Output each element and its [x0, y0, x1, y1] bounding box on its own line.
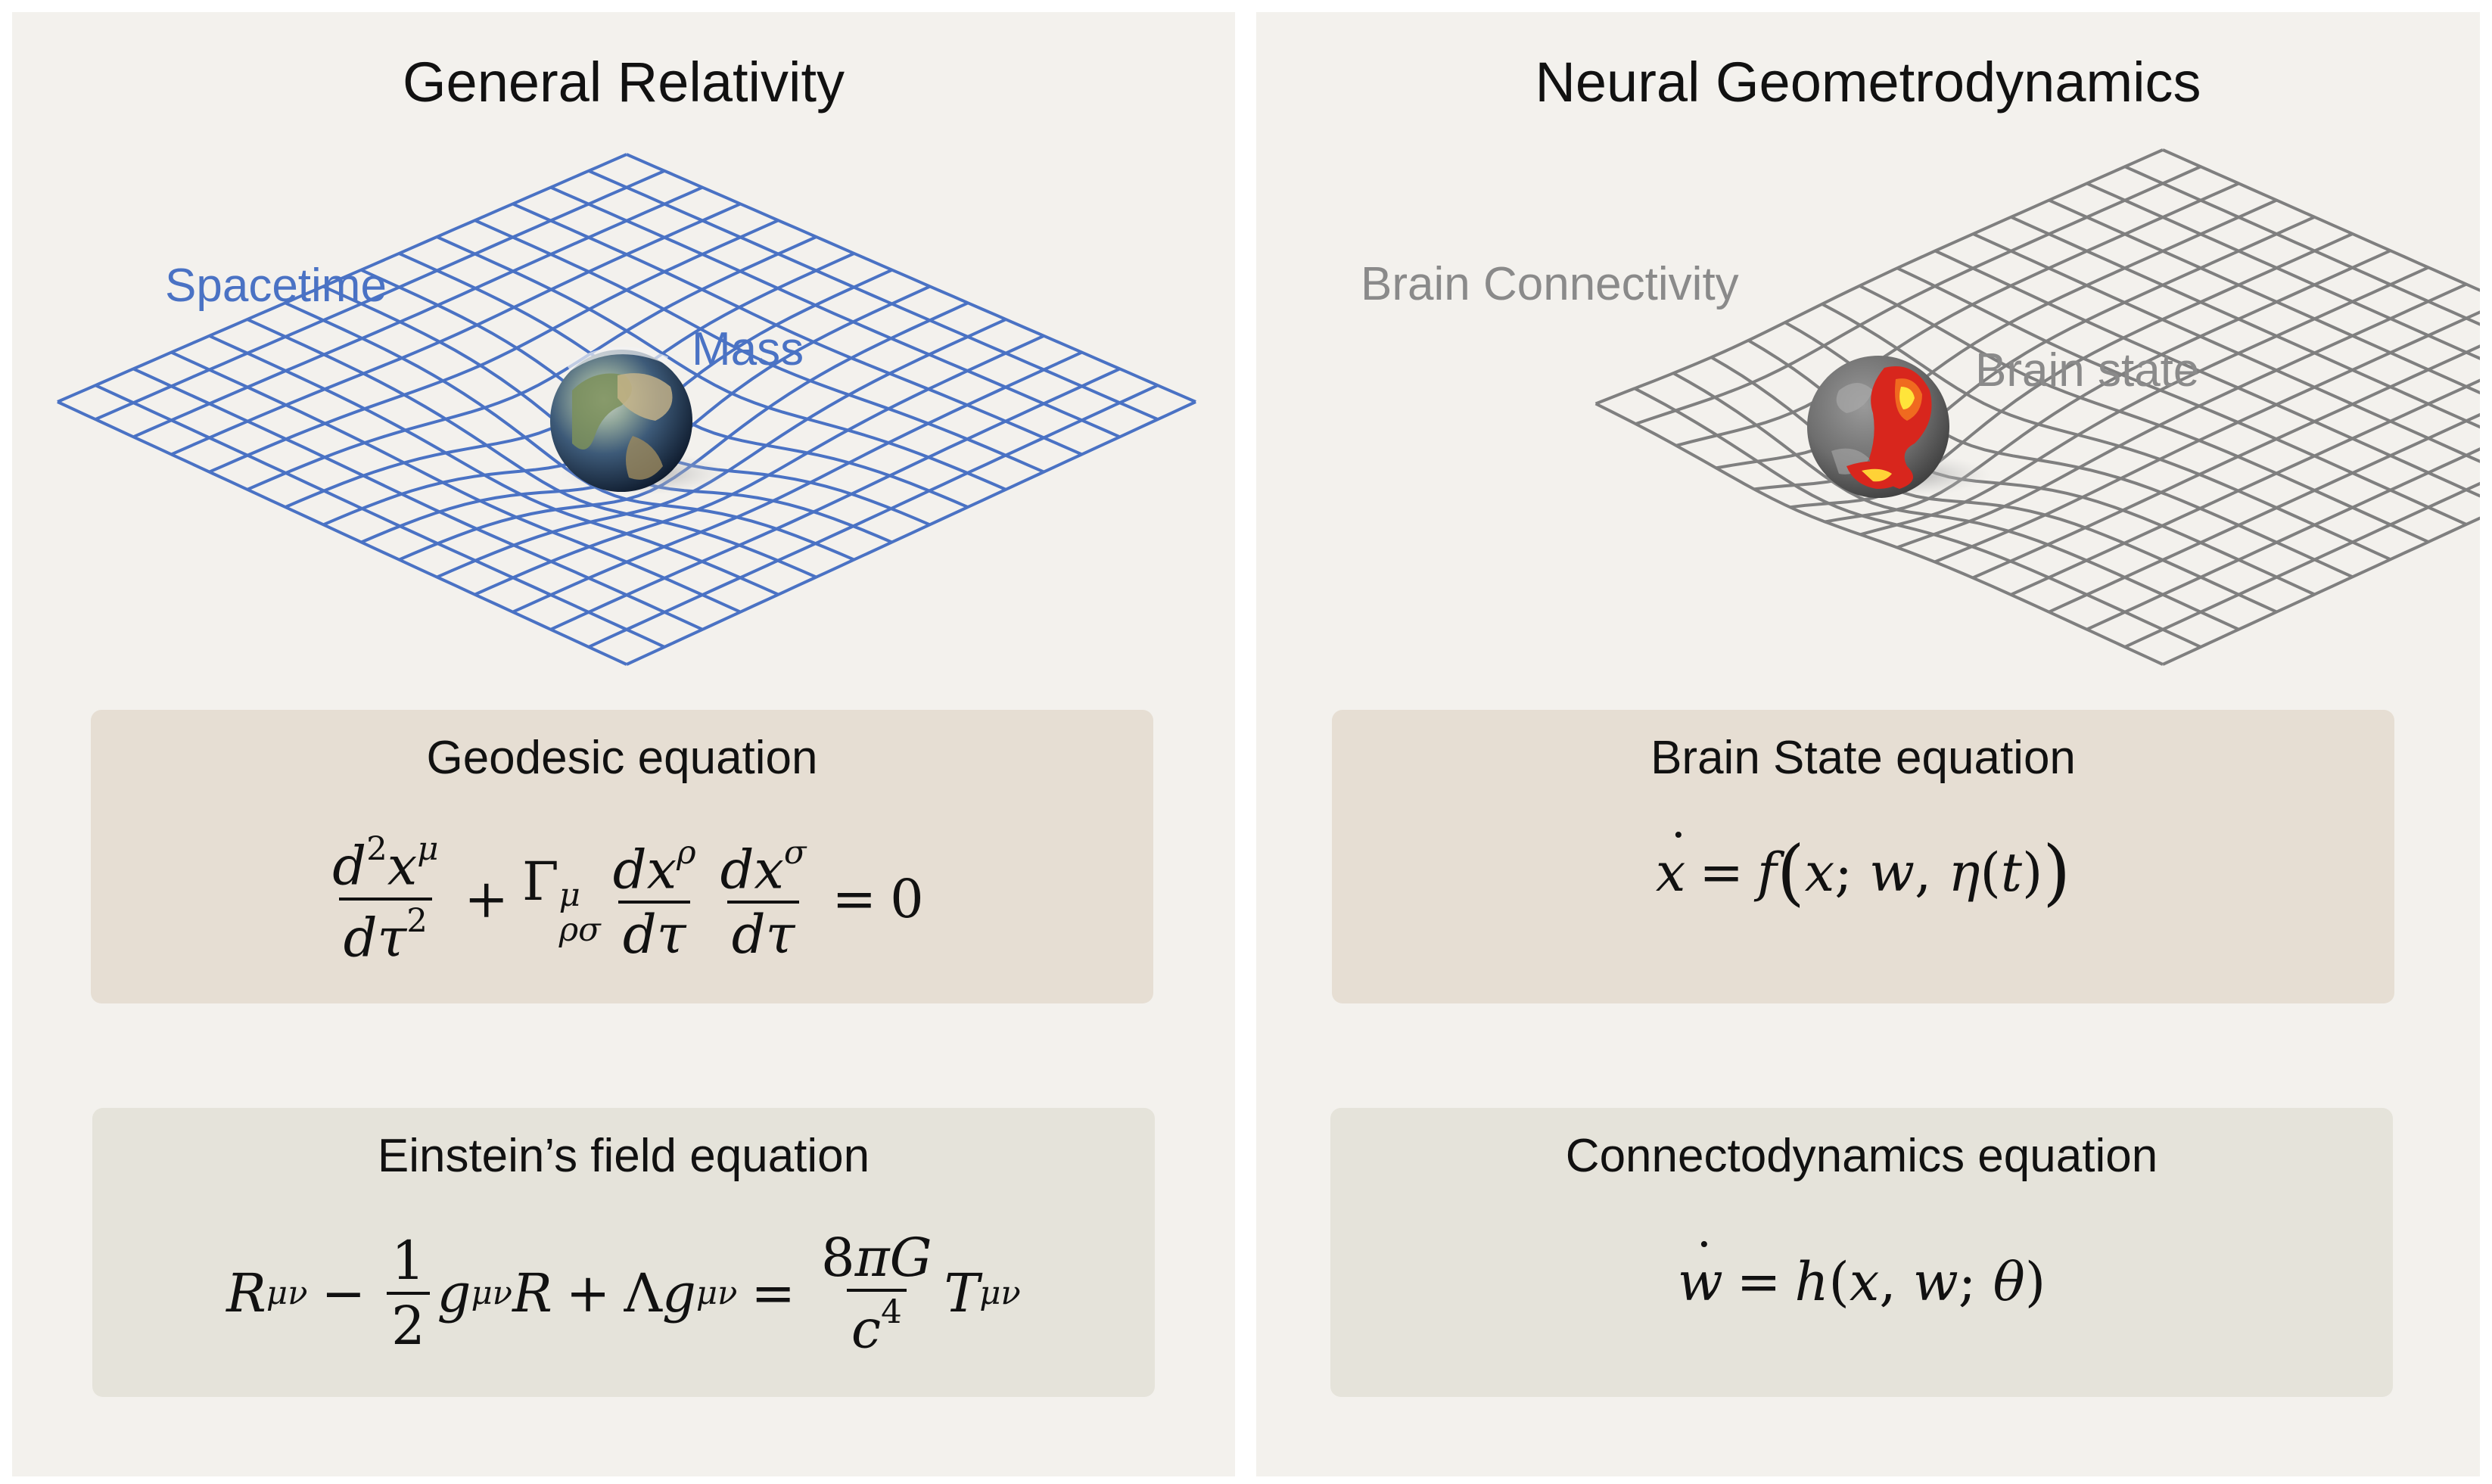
panel-title: Neural Geometrodynamics [1535, 51, 2201, 114]
grid-line [2010, 215, 2480, 429]
grid-line [132, 367, 704, 631]
grid-line [549, 185, 1121, 439]
brain-state-equation-box: Brain State equation x˙ = f(x; w, η(t)) [1332, 710, 2394, 1003]
grid-line [170, 350, 742, 614]
grid-line [208, 219, 779, 474]
connectodynamics-equation-title: Connectodynamics equation [1565, 1130, 2158, 1182]
grid-line [2124, 481, 2480, 649]
grid-line [2048, 198, 2480, 395]
brain-connectivity-label: Brain Connectivity [1361, 258, 1739, 310]
grid-line [1825, 249, 2391, 524]
grid-line [2124, 165, 2480, 326]
grid-line [1672, 372, 2240, 631]
grid-line [2048, 412, 2480, 614]
grid-line [1594, 402, 2164, 666]
grid-line [1934, 310, 2480, 564]
grid-line [1859, 284, 2429, 543]
earth-icon [550, 347, 692, 492]
grid-line [474, 334, 1045, 596]
grid-line [57, 400, 627, 666]
grid-line [2086, 182, 2480, 360]
grid-line [1675, 182, 2240, 447]
grid-line [247, 235, 817, 491]
grid-line [132, 185, 704, 439]
field-equation-title: Einstein’s field equation [377, 1130, 870, 1182]
grid-line [2010, 378, 2480, 596]
connectodynamics-equation: w˙ = h(x, w; θ) [1677, 1232, 2046, 1314]
spacetime-label: Spacetime [165, 260, 387, 312]
grid-line [588, 384, 1159, 649]
grid-line [626, 400, 1196, 666]
grid-line [512, 202, 1083, 456]
grid-line [1859, 266, 2429, 537]
grid-line [1635, 165, 2201, 425]
grid-line [1821, 303, 2391, 562]
brain-connectivity-grid [1594, 148, 2480, 666]
panel-title: General Relativity [402, 51, 845, 114]
spacetime-grid [57, 153, 1196, 666]
grid-line [95, 169, 665, 421]
grid-line [95, 384, 665, 649]
brain-state-equation-title: Brain State equation [1650, 732, 2076, 784]
grid-line [1594, 148, 2164, 406]
grid-line [1972, 232, 2480, 463]
grid-line [1972, 344, 2480, 580]
grid-line [1634, 387, 2201, 649]
grid-line [208, 334, 779, 596]
grid-line [2162, 148, 2480, 292]
brain-state-icon [1807, 356, 1949, 498]
grid-line [246, 318, 817, 579]
grid-line [626, 153, 1196, 403]
grid-line [170, 202, 742, 456]
grid-line [474, 219, 1045, 474]
grid-line [2162, 516, 2480, 666]
geodesic-equation-title: Geodesic equation [426, 732, 818, 784]
connectodynamics-equation-box: Connectodynamics equation w˙ = h(x, w; θ… [1330, 1108, 2393, 1397]
neural-geometrodynamics-panel: Neural Geometrodynamics Brain Co [1256, 12, 2480, 1476]
brain-state-equation: x˙ = f(x; w, η(t)) [1655, 823, 2071, 914]
grid-line [549, 367, 1121, 631]
grid-line [2086, 447, 2480, 631]
general-relativity-panel: General Relativity Spacetime Mass [12, 12, 1235, 1476]
mass-label: Mass [692, 323, 804, 375]
grid-line [1896, 266, 2467, 526]
grid-line [1934, 249, 2480, 498]
grid-line [588, 169, 1159, 421]
grid-line [436, 235, 1006, 491]
grid-line [57, 153, 627, 403]
brain-state-label: Brain state [1975, 344, 2200, 397]
grid-line [512, 350, 1083, 614]
grid-line [1896, 282, 2467, 549]
